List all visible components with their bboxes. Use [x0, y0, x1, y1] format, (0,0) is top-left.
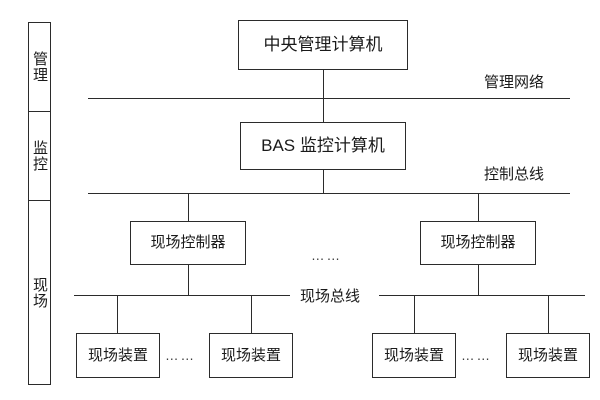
- link-control-bus-to-controller-left: [188, 193, 189, 221]
- node-label-field-device-2: 现场装置: [220, 346, 281, 364]
- node-field-device-3: 现场装置: [372, 333, 456, 378]
- node-bas-monitoring-computer: BAS 监控计算机: [240, 122, 406, 170]
- node-label-bas-monitoring-computer: BAS 监控计算机: [261, 136, 385, 156]
- link-field-bus-to-device-4: [548, 295, 549, 333]
- link-controller-right-to-field-bus: [478, 265, 479, 296]
- ellipsis-between-devices-right: ……: [461, 348, 492, 363]
- node-label-field-device-3: 现场装置: [383, 346, 444, 364]
- link-bas-to-control-bus: [323, 170, 324, 194]
- node-field-controller-left: 现场控制器: [130, 221, 246, 265]
- node-central-management-computer: 中央管理计算机: [238, 20, 408, 70]
- node-label-field-controller-left: 现场控制器: [150, 234, 226, 252]
- layer-label-field: 现场: [31, 276, 48, 309]
- link-central-to-bas: [323, 70, 324, 122]
- bus-label-control-bus: 控制总线: [484, 163, 545, 184]
- link-control-bus-to-controller-right: [478, 193, 479, 221]
- ellipsis-between-controllers: ……: [311, 248, 342, 263]
- bus-label-management-network: 管理网络: [484, 71, 545, 92]
- link-field-bus-to-device-1: [117, 295, 118, 333]
- node-label-field-device-4: 现场装置: [517, 346, 578, 364]
- node-label-field-device-1: 现场装置: [87, 346, 148, 364]
- layer-label-management: 管理: [31, 51, 48, 83]
- layer-box-field: 现场: [28, 200, 51, 385]
- bus-line-field-bus-right: [379, 295, 585, 296]
- node-label-field-controller-right: 现场控制器: [440, 234, 516, 252]
- node-label-central-management-computer: 中央管理计算机: [263, 35, 383, 55]
- layer-box-monitoring: 监控: [28, 111, 51, 201]
- bus-line-management-network: [88, 98, 570, 99]
- node-field-device-1: 现场装置: [76, 333, 160, 378]
- layer-box-management: 管理: [28, 22, 51, 112]
- layer-label-monitoring: 监控: [31, 140, 48, 172]
- bus-line-control-bus: [88, 193, 570, 194]
- ellipsis-between-devices-left: ……: [165, 348, 196, 363]
- bus-line-field-bus-left: [74, 295, 290, 296]
- link-controller-left-to-field-bus: [188, 265, 189, 296]
- link-field-bus-to-device-3: [414, 295, 415, 333]
- bus-label-field-bus: 现场总线: [297, 285, 364, 306]
- node-field-device-2: 现场装置: [209, 333, 293, 378]
- link-field-bus-to-device-2: [251, 295, 252, 333]
- node-field-device-4: 现场装置: [506, 333, 590, 378]
- node-field-controller-right: 现场控制器: [420, 221, 536, 265]
